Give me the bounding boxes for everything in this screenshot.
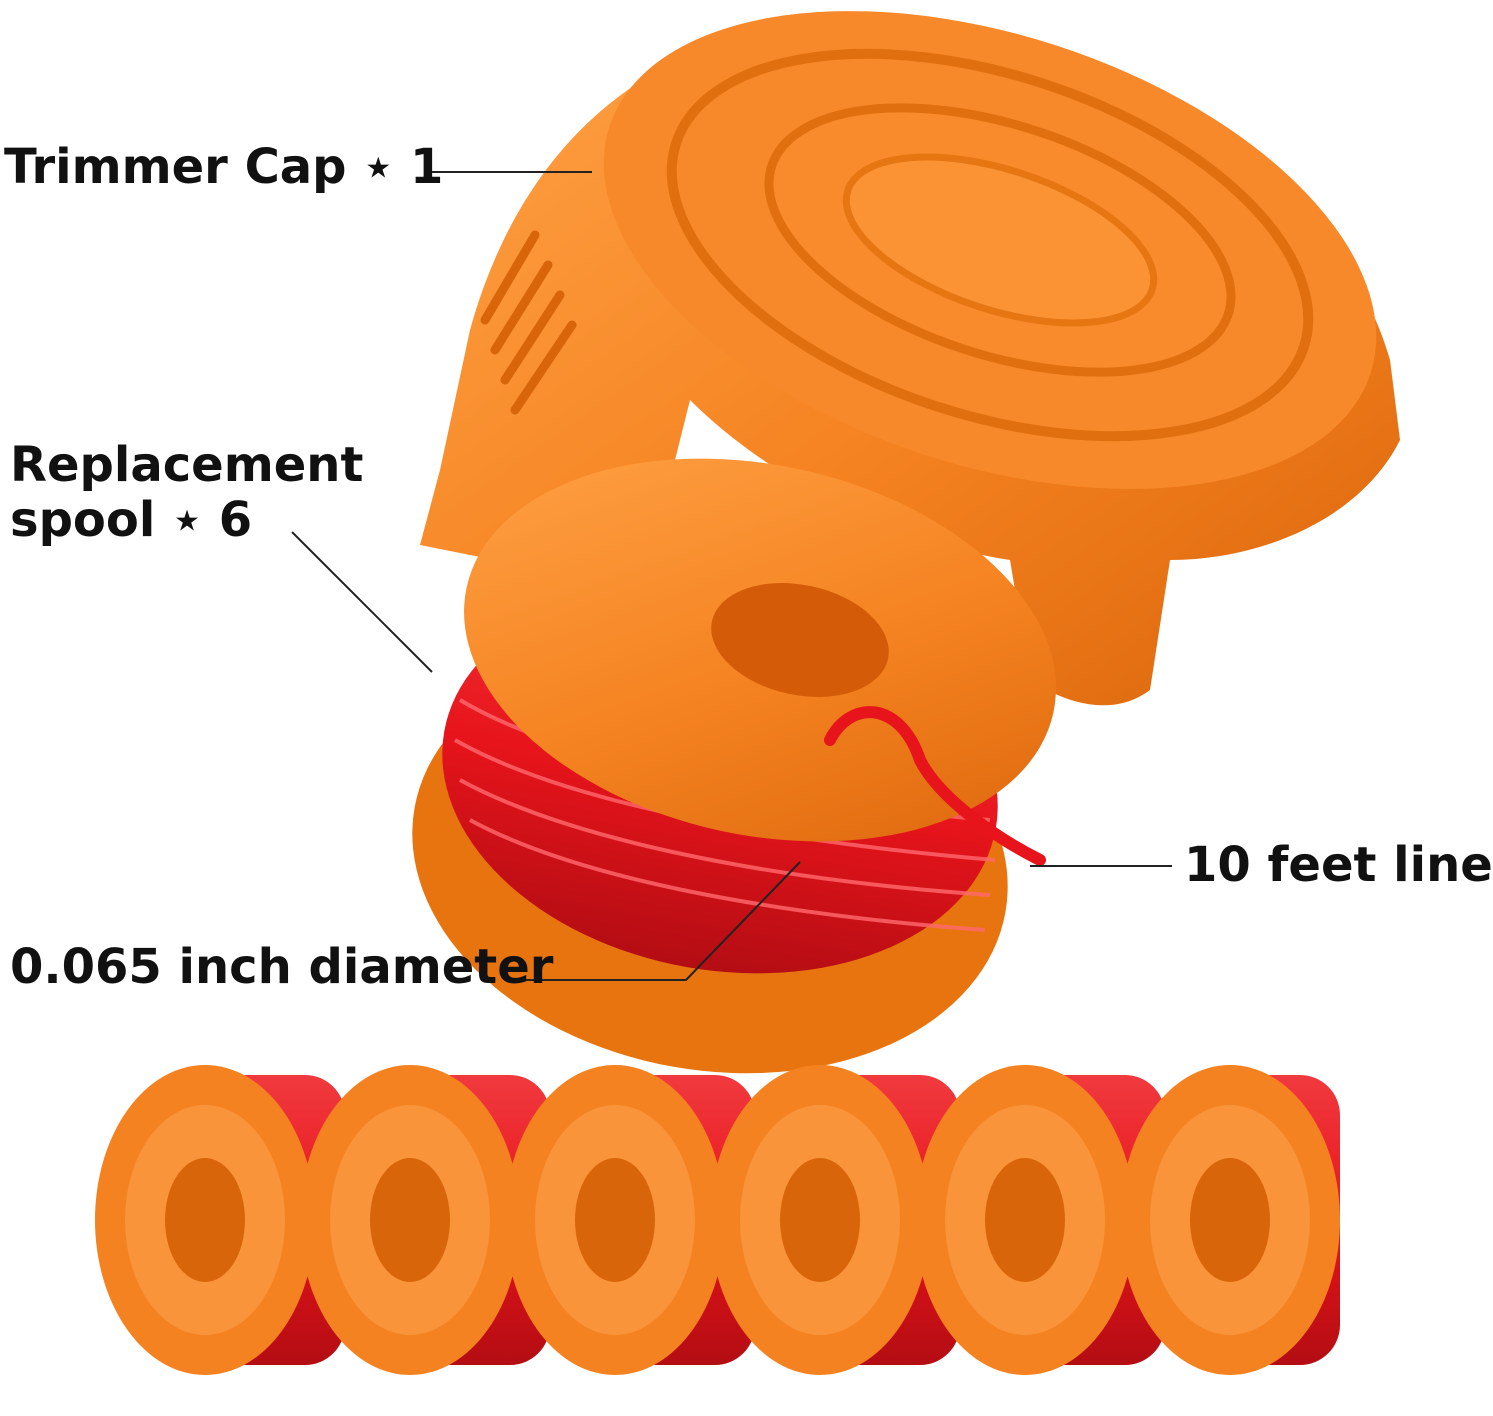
label-replacement-spool-line1: Replacement xyxy=(10,437,364,493)
leader-diameter xyxy=(512,861,801,981)
spool-3 xyxy=(505,1065,755,1375)
spool-6 xyxy=(1120,1065,1340,1375)
product-illustration xyxy=(95,11,1400,1375)
label-feet-line: 10 feet line xyxy=(1184,837,1493,893)
label-replacement-spool-line2: spool ⋆ 6 xyxy=(10,492,253,549)
spool-4 xyxy=(710,1065,960,1375)
label-diameter: 0.065 inch diameter xyxy=(10,939,554,995)
spool-row xyxy=(95,1065,1340,1375)
label-trimmer-cap: Trimmer Cap ⋆ 1 xyxy=(4,139,444,195)
spool-2 xyxy=(300,1065,550,1375)
spool-1 xyxy=(95,1065,345,1375)
leader-replacement-spool xyxy=(291,531,433,673)
main-spool xyxy=(412,458,1056,1074)
label-replacement-spool: Replacement spool ⋆ 6 xyxy=(10,437,364,549)
spool-5 xyxy=(915,1065,1165,1375)
trimmer-cap xyxy=(420,11,1400,706)
